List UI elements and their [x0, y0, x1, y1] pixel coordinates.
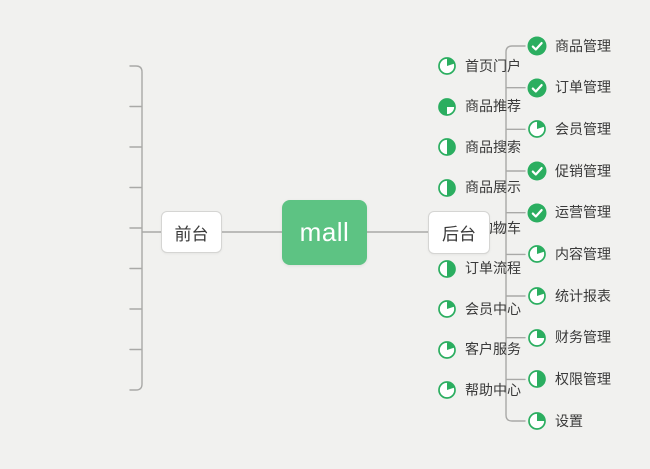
item-label: 商品搜索 — [465, 138, 521, 155]
item-label: 商品管理 — [555, 37, 611, 54]
mindmap-item[interactable]: 权限管理 — [527, 369, 611, 390]
mindmap-item[interactable]: 促销管理 — [527, 161, 611, 182]
item-label: 统计报表 — [555, 287, 611, 304]
progress-pie-icon — [527, 328, 547, 348]
item-label: 帮助中心 — [465, 381, 521, 398]
mindmap-item[interactable]: 统计报表 — [527, 286, 611, 307]
progress-pie-icon — [437, 178, 457, 198]
item-label: 订单管理 — [555, 79, 611, 96]
check-circle-icon — [527, 161, 547, 181]
item-label: 运营管理 — [555, 204, 611, 221]
mindmap-item[interactable]: 会员中心 — [437, 299, 521, 320]
progress-pie-icon — [437, 259, 457, 279]
progress-pie-icon — [437, 340, 457, 360]
mindmap-item[interactable]: 内容管理 — [527, 244, 611, 265]
item-label: 订单流程 — [465, 260, 521, 276]
item-label: 财务管理 — [555, 329, 611, 346]
progress-pie-icon — [527, 411, 547, 431]
item-label: 客户服务 — [465, 341, 521, 357]
item-label: 内容管理 — [555, 245, 611, 262]
item-label: 商品推荐 — [465, 98, 521, 114]
item-label: 会员管理 — [555, 120, 611, 137]
check-circle-icon — [527, 36, 547, 56]
mindmap-item[interactable]: 会员管理 — [527, 119, 611, 140]
mindmap-item[interactable]: 订单管理 — [527, 77, 611, 98]
mindmap-item[interactable]: 商品推荐 — [437, 96, 521, 117]
item-label: 商品展示 — [465, 179, 521, 195]
check-circle-icon — [527, 203, 547, 223]
mindmap-item[interactable]: 首页门户 — [437, 56, 521, 77]
progress-pie-icon — [437, 299, 457, 319]
item-label: 会员中心 — [465, 300, 521, 317]
check-circle-icon — [527, 78, 547, 98]
item-label: 促销管理 — [555, 162, 611, 179]
progress-pie-icon — [527, 369, 547, 389]
back-branch-node[interactable]: 后台 — [428, 211, 490, 254]
mindmap-item[interactable]: 客户服务 — [437, 339, 521, 360]
progress-pie-icon — [437, 137, 457, 157]
mindmap-item[interactable]: 商品展示 — [437, 177, 521, 198]
mindmap-item[interactable]: 设置 — [527, 411, 583, 432]
progress-pie-icon — [527, 286, 547, 306]
root-node-label: mall — [299, 217, 350, 247]
progress-pie-icon — [527, 244, 547, 264]
front-branch-node[interactable]: 前台 — [161, 211, 222, 253]
mindmap-item[interactable]: 财务管理 — [527, 327, 611, 348]
front-branch-label: 前台 — [174, 224, 209, 244]
progress-pie-icon — [437, 97, 457, 117]
item-label: 首页门户 — [465, 57, 521, 74]
back-branch-label: 后台 — [442, 225, 476, 244]
mindmap-item[interactable]: 商品管理 — [527, 36, 611, 57]
progress-pie-icon — [437, 56, 457, 76]
progress-pie-icon — [527, 119, 547, 139]
mindmap-item[interactable]: 帮助中心 — [437, 380, 521, 401]
item-label: 设置 — [555, 412, 583, 429]
progress-pie-icon — [437, 380, 457, 400]
item-label: 权限管理 — [555, 370, 611, 387]
root-node-mall[interactable]: mall — [282, 200, 367, 265]
mindmap-item[interactable]: 订单流程 — [437, 258, 521, 279]
mindmap-item[interactable]: 运营管理 — [527, 202, 611, 223]
mindmap-item[interactable]: 商品搜索 — [437, 137, 521, 158]
